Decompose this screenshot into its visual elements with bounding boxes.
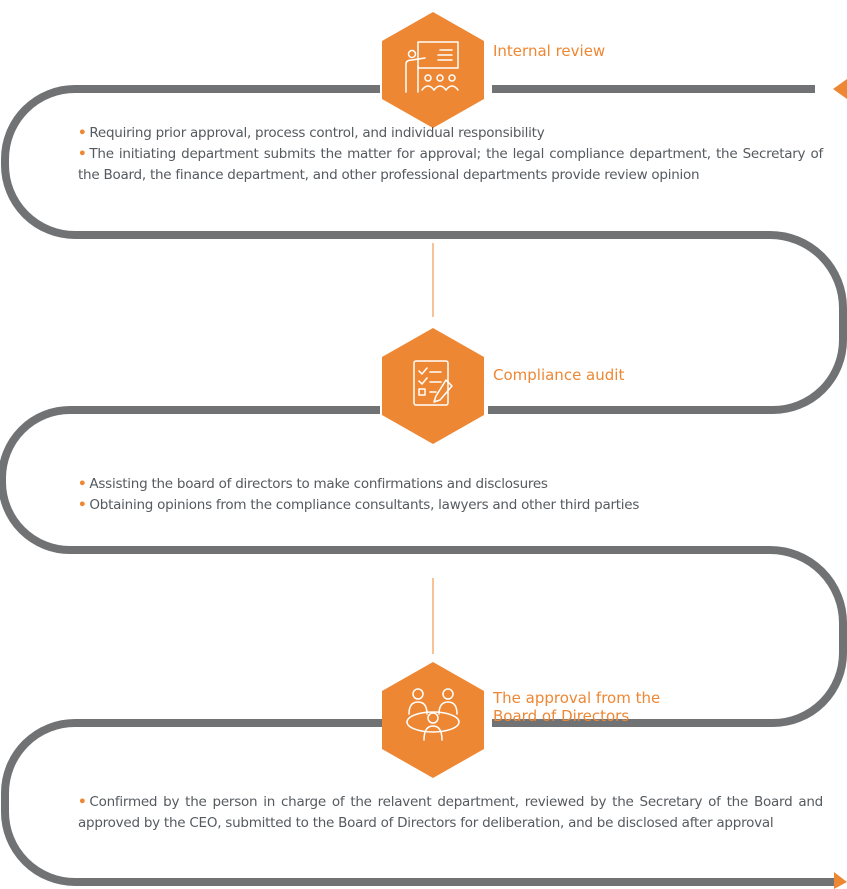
bullet-dot: • [78, 125, 87, 141]
step-3-title-line-2: Board of Directors [493, 707, 630, 725]
checklist-icon [413, 360, 453, 406]
step-3-title: The approval from the Board of Directors [493, 689, 660, 725]
step-2-description: •Assisting the board of directors to mak… [78, 474, 823, 516]
step-3-title-line-1: The approval from the [493, 689, 661, 707]
presentation-icon [405, 41, 459, 93]
step-2-bullet-2: •Obtaining opinions from the compliance … [78, 497, 640, 513]
step-2-hexagon [382, 328, 484, 444]
step-3-bullet-1: •Confirmed by the person in charge of th… [78, 794, 823, 831]
step-3-description: •Confirmed by the person in charge of th… [78, 792, 823, 834]
bullet-dot: • [78, 476, 87, 492]
bullet-dot: • [78, 497, 87, 513]
bullet-dot: • [78, 146, 87, 162]
step-1-bullet-2: •The initiating department submits the m… [78, 146, 823, 183]
step-2-title: Compliance audit [493, 366, 625, 384]
step-3-hexagon [382, 662, 484, 778]
step-2-bullet-1: •Assisting the board of directors to mak… [78, 476, 548, 492]
track-segment-2 [0, 406, 847, 727]
track-segment-3 [0, 719, 835, 886]
track-segment-1 [0, 85, 847, 414]
entry-arrow-icon [833, 79, 847, 99]
step-1-title: Internal review [493, 42, 606, 60]
bullet-dot: • [78, 794, 87, 810]
step-1-description: •Requiring prior approval, process contr… [78, 123, 823, 186]
step-1-bullet-1: •Requiring prior approval, process contr… [78, 125, 545, 141]
step-1-hexagon [382, 12, 484, 128]
meeting-icon [406, 688, 460, 741]
exit-arrow-icon [834, 872, 847, 889]
